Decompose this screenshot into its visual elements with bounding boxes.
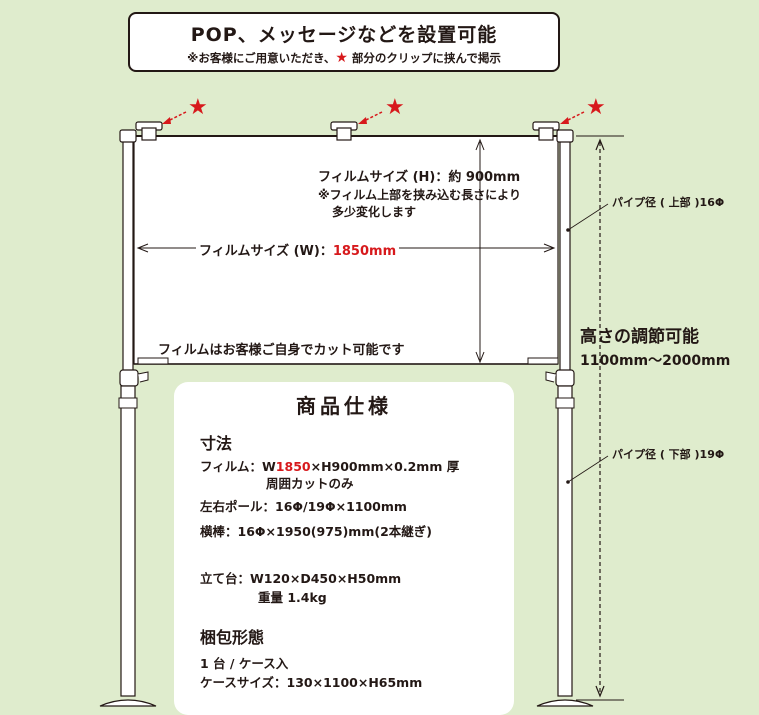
left-pole-cap [119, 129, 137, 143]
clip-left [135, 121, 163, 141]
clip-right [532, 121, 560, 141]
film-height-note-1: ※フィルム上部を挟み込む長さにより [318, 188, 521, 202]
spec-stand: 立て台：W120×D450×H50mm [200, 571, 402, 586]
height-adjust-title: 高さの調節可能 [580, 327, 699, 347]
callout-note-after: 部分のクリップに挟んで掲示 [347, 51, 501, 65]
cut-note: フィルムはお客様ご自身でカット可能です [158, 343, 405, 358]
spec-pack-2: ケースサイズ：130×1100×H65mm [200, 675, 423, 690]
star-icon: ★ [586, 95, 606, 120]
height-range: 1100mm～2000mm [580, 353, 731, 369]
star-icon: ★ [385, 95, 405, 120]
corner-tab-left [137, 357, 169, 365]
right-pole-lower [557, 385, 573, 697]
left-base [99, 699, 157, 707]
corner-tab-right [527, 357, 559, 365]
dimensions-heading: 寸法 [200, 434, 233, 453]
right-pole-cap [556, 129, 574, 143]
left-joint [119, 369, 139, 387]
callout-note: ※お客様にご用意いただき、★ 部分のクリップに挟んで掲示 [130, 50, 558, 66]
spec-weight: 重量 1.4kg [258, 590, 327, 605]
film-width-text: フィルムサイズ (W)： [199, 244, 333, 259]
spec-film: フィルム：W1850×H900mm×0.2mm 厚 [200, 456, 459, 475]
spec-film-note: 周囲カットのみ [266, 476, 354, 491]
film-width-label: フィルムサイズ (W)：1850mm [196, 240, 400, 259]
spec-bar: 横棒：16Φ×1950(975)mm(2本継ぎ) [200, 524, 432, 539]
callout-title: POP、メッセージなどを設置可能 [190, 24, 498, 46]
right-base [536, 699, 594, 707]
left-pole-lower [120, 385, 136, 697]
spec-title: 商品仕様 [296, 394, 392, 418]
right-joint [555, 369, 575, 387]
arrow-clip-left [165, 111, 187, 123]
spec-pole: 左右ポール：16Φ/19Φ×1100mm [200, 499, 407, 514]
spec-film-suffix: ×H900mm×0.2mm 厚 [310, 459, 460, 474]
arrow-clip-right [563, 111, 585, 123]
packaging-heading: 梱包形態 [200, 628, 265, 647]
left-pole-upper [122, 139, 134, 373]
star-icon: ★ [335, 50, 348, 66]
star-icon: ★ [188, 95, 208, 120]
spec-panel: 商品仕様 寸法 フィルム：W1850×H900mm×0.2mm 厚 周囲カットの… [174, 382, 514, 715]
film-height-label: フィルムサイズ (H)：約 900mm [318, 170, 521, 185]
film-width-value: 1850mm [332, 244, 397, 259]
spec-film-prefix: フィルム：W [200, 459, 276, 474]
clip-center [330, 121, 358, 141]
pipe-lower-label: パイプ径 ( 下部 )19Φ [612, 448, 725, 461]
film-height-note-2: 多少変化します [332, 205, 417, 219]
top-callout: POP、メッセージなどを設置可能 ※お客様にご用意いただき、★ 部分のクリップに… [128, 12, 560, 72]
callout-note-before: ※お客様にご用意いただき、 [187, 51, 336, 65]
pipe-upper-label: パイプ径 ( 上部 )16Φ [612, 196, 725, 209]
arrow-clip-center [361, 111, 383, 123]
spec-pack-1: 1 台 / ケース入 [200, 656, 289, 671]
spec-film-width: 1850 [275, 459, 311, 474]
right-pole-upper [559, 139, 571, 373]
